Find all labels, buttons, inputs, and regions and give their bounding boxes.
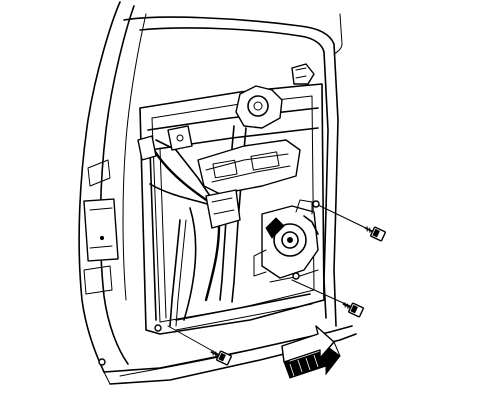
regulator-mechanism	[137, 63, 315, 327]
leader-lines	[167, 203, 371, 355]
motor-assembly	[253, 199, 319, 283]
bolt-icon	[364, 226, 386, 242]
bolt-icon	[342, 302, 364, 318]
front-arrow-icon	[281, 325, 341, 379]
fastener-dots	[98, 200, 320, 366]
bolt-icon	[210, 350, 232, 366]
door-frame-outline	[78, 1, 357, 385]
hinge-area	[83, 159, 119, 295]
